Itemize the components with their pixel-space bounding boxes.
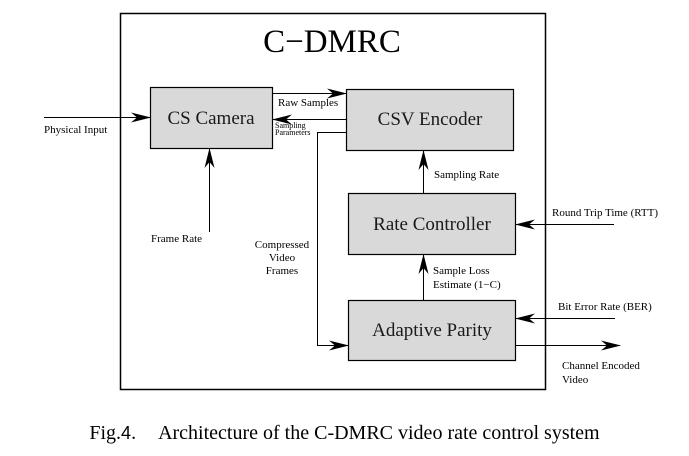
- cs-camera-block: CS Camera: [149, 86, 274, 150]
- raw-samples-label: Raw Samples: [278, 97, 338, 109]
- cs-camera-label: CS Camera: [167, 108, 255, 129]
- architecture-diagram: C−DMRC CS Camera CSV Encoder Rate Contro…: [44, 12, 658, 391]
- adaptive-parity-label: Adaptive Parity: [372, 320, 492, 341]
- rtt-label: Round Trip Time (RTT): [552, 207, 658, 219]
- physical-input-label: Physical Input: [44, 124, 107, 136]
- rate-controller-label: Rate Controller: [373, 214, 491, 235]
- figure-caption: Fig.4. Architecture of the C-DMRC video r…: [0, 422, 689, 445]
- csv-encoder-block: CSV Encoder: [345, 88, 515, 152]
- channel-encoded-label-2: Video: [562, 374, 589, 386]
- frame-rate-label: Frame Rate: [151, 233, 202, 245]
- ber-label: Bit Error Rate (BER): [558, 301, 652, 313]
- compressed-video-label-3: Frames: [266, 265, 298, 277]
- compressed-video-label-2: Video: [269, 252, 296, 264]
- csv-encoder-label: CSV Encoder: [378, 109, 483, 130]
- caption-text: Architecture of the C-DMRC video rate co…: [158, 422, 600, 444]
- system-title: C−DMRC: [263, 24, 401, 60]
- compressed-video-label-1: Compressed: [255, 239, 310, 251]
- sampling-parameters-label-1: Sampling: [275, 121, 306, 130]
- system-boundary: [119, 12, 547, 391]
- figure-prefix: Fig.: [89, 422, 122, 444]
- sampling-rate-label: Sampling Rate: [434, 169, 499, 181]
- rate-controller-block: Rate Controller: [347, 192, 517, 256]
- sample-loss-label-1: Sample Loss: [433, 265, 490, 277]
- sampling-parameters-label-2: Parameters: [275, 128, 311, 137]
- channel-encoded-label-1: Channel Encoded: [562, 360, 640, 372]
- figure-number: 4: [121, 423, 132, 443]
- adaptive-parity-block: Adaptive Parity: [347, 299, 517, 362]
- compressed-video-frames-arrow: [317, 132, 349, 351]
- sample-loss-label-2: Estimate (1−C): [433, 279, 501, 291]
- figure-dot: .: [131, 422, 137, 444]
